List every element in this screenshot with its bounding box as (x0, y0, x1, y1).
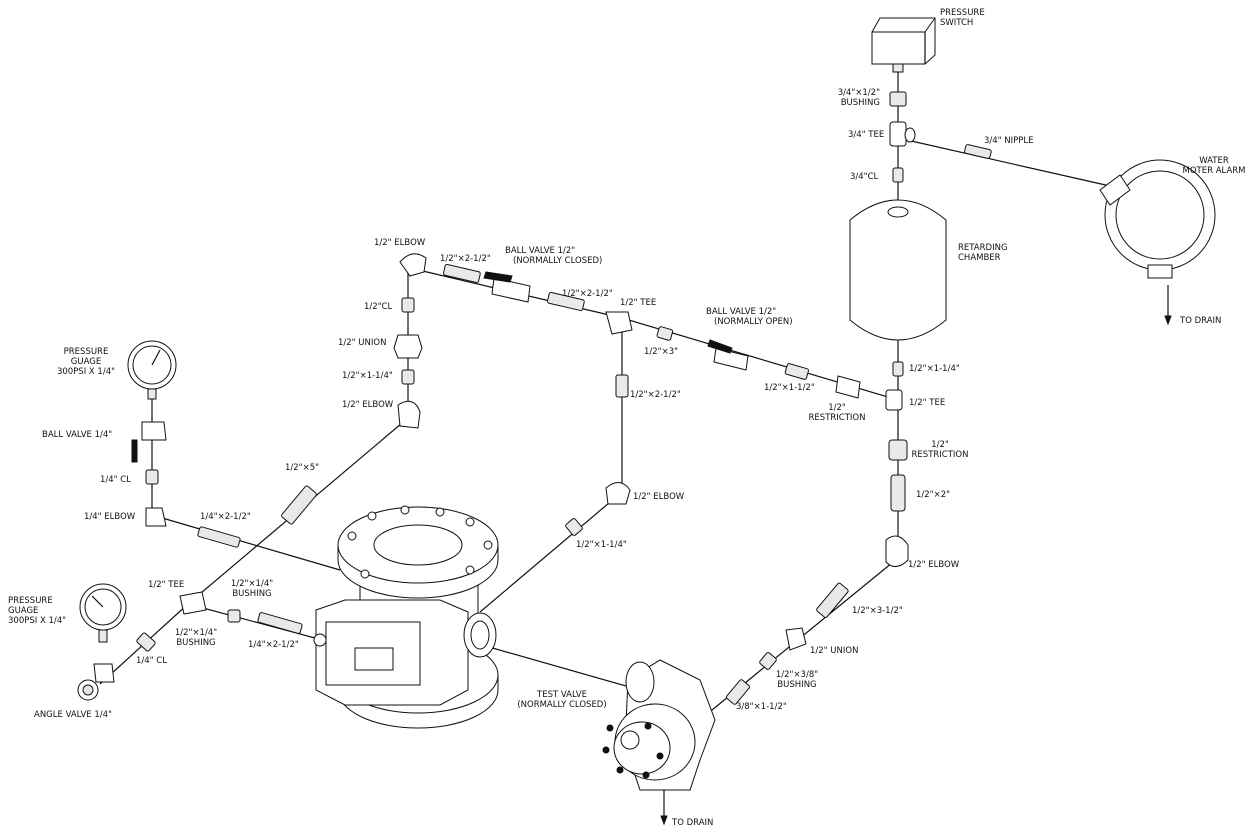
label-nipple-1-2x1-1-4-c: 1/2"×1-1/4" (576, 540, 627, 550)
label-nipple-1-2x1-1-4-b: 1/2"×1-1/4" (909, 364, 960, 374)
label-nipple-1-2x2: 1/2"×2" (916, 490, 951, 500)
label-restriction-2: 1/2"RESTRICTION (911, 440, 969, 460)
label-restriction-1: 1/2"RESTRICTION (808, 403, 866, 423)
label-tee-3-4: 3/4" TEE (848, 130, 885, 140)
label-union-1-2-low: 1/2" UNION (810, 646, 859, 656)
label-cl-1-2: 1/2"CL (364, 302, 393, 312)
riser-fittings (889, 91, 992, 183)
retarding-chamber (849, 199, 947, 567)
test-valve (602, 659, 716, 826)
label-nipple-1-2x1-1-4-a: 1/2"×1-1/4" (342, 371, 393, 381)
label-tee-1-2-low: 1/2" TEE (148, 580, 185, 590)
top-run-fittings (393, 253, 861, 429)
label-elbow-1-2-top: 1/2" ELBOW (374, 238, 426, 248)
label-elbow-1-2-left: 1/2" ELBOW (342, 400, 394, 410)
label-ball-valve-open: BALL VALVE 1/2"(NORMALLY OPEN) (706, 307, 793, 327)
label-bushing-1-2x3-8: 1/2"×3/8"BUSHING (775, 670, 819, 690)
label-cl-1-4-low: 1/4" CL (136, 656, 167, 666)
label-tee-1-2-top: 1/2" TEE (620, 298, 657, 308)
label-ball-valve-1-4: BALL VALVE 1/4" (42, 430, 113, 440)
label-nipple-1-2x5: 1/2"×5" (285, 463, 320, 473)
label-test-valve: TEST VALVE(NORMALLY CLOSED) (517, 690, 607, 710)
label-nipple-3-4: 3/4" NIPPLE (984, 136, 1034, 146)
lower-gauge-branch (77, 583, 303, 701)
label-elbow-1-2-mid: 1/2" ELBOW (633, 492, 685, 502)
label-elbow-1-4: 1/4" ELBOW (84, 512, 136, 522)
label-nipple-1-2x2-1-2-a: 1/2"×2-1/2" (440, 254, 491, 264)
label-bushing-3-4x1-2: 3/4"×1/2"BUSHING (837, 88, 880, 108)
label-nipple-1-2x3-1-2: 1/2"×3-1/2" (852, 606, 903, 616)
label-bushing-1-2x1-4-b: 1/2"×1/4"BUSHING (174, 628, 218, 648)
alarm-check-valve (313, 505, 499, 729)
piping-lines (99, 70, 1111, 729)
label-nipple-1-4x2-1-2-a: 1/4"×2-1/2" (200, 512, 251, 522)
upper-gauge-branch (127, 340, 241, 548)
label-bushing-1-2x1-4-a: 1/2"×1/4"BUSHING (230, 579, 274, 599)
pressure-switch (871, 17, 936, 73)
label-nipple-1-2x1-1-2: 1/2"×1-1/2" (764, 383, 815, 393)
label-union-1-2-top: 1/2" UNION (338, 338, 387, 348)
label-ball-valve-closed: BALL VALVE 1/2"(NORMALLY CLOSED) (505, 246, 603, 266)
label-nipple-1-4x2-1-2-b: 1/4"×2-1/2" (248, 640, 299, 650)
label-nipple-1-2x3: 1/2"×3" (644, 347, 679, 357)
label-tee-1-2-right: 1/2" TEE (909, 398, 946, 408)
label-cl-3-4: 3/4"CL (850, 172, 879, 182)
label-to-drain-alarm: TO DRAIN (1180, 316, 1222, 326)
label-angle-valve: ANGLE VALVE 1/4" (34, 710, 112, 720)
label-nipple-3-8x1-1-2: 3/8"×1-1/2" (736, 702, 787, 712)
label-nipple-1-2x2-1-2-b: 1/2"×2-1/2" (562, 289, 613, 299)
label-to-drain-main: TO DRAIN (672, 818, 714, 828)
label-cl-1-4-top: 1/4" CL (100, 475, 131, 485)
label-nipple-1-2x2-1-2-c: 1/2"×2-1/2" (630, 390, 681, 400)
water-motor-alarm (1099, 159, 1216, 326)
middle-fittings (281, 374, 849, 705)
label-elbow-1-2-right: 1/2" ELBOW (908, 560, 960, 570)
